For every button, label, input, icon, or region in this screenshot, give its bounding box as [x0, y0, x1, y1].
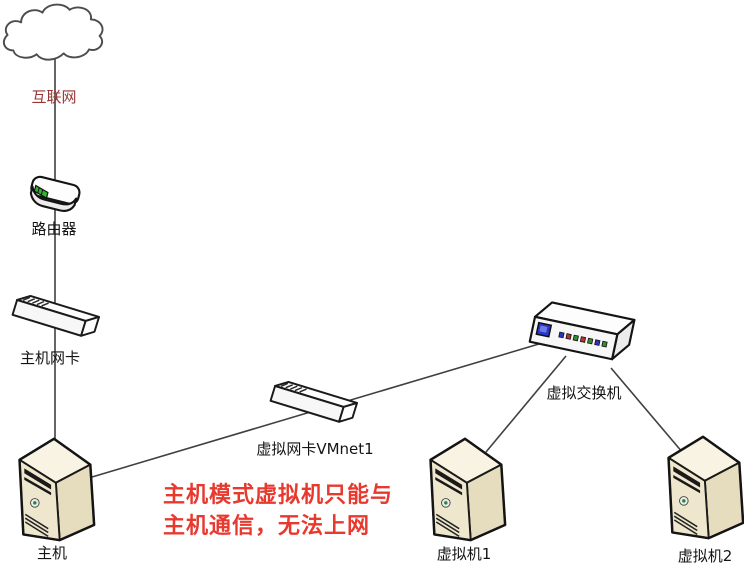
node-router	[22, 170, 86, 222]
node-vm1	[420, 433, 508, 545]
computer-tower-icon	[667, 435, 744, 540]
annotation-line1: 主机模式虚拟机只能与	[163, 483, 394, 508]
virtual-switch-label: 虚拟交换机	[546, 384, 622, 402]
host-nic-label: 主机网卡	[19, 349, 81, 367]
connection-switch-vm1	[485, 355, 567, 453]
node-vmnet1-nic	[260, 372, 362, 434]
computer-tower-icon	[429, 437, 507, 542]
switch-icon	[528, 301, 636, 361]
vm2-label: 虚拟机2	[677, 547, 733, 565]
node-host	[9, 433, 97, 545]
computer-tower-icon	[18, 437, 96, 542]
node-vm2	[658, 431, 744, 543]
cloud-icon	[2, 3, 104, 61]
host-label: 主机	[36, 544, 68, 562]
network-adapter-icon	[11, 295, 100, 337]
router-icon	[29, 175, 81, 212]
annotation-text: 主机模式虚拟机只能与 主机通信，无法上网	[163, 480, 393, 542]
node-internet	[0, 2, 112, 64]
node-virtual-switch	[526, 288, 638, 380]
connection-switch-vm2	[610, 367, 684, 454]
internet-label: 互联网	[31, 88, 77, 106]
network-adapter-icon	[269, 381, 358, 423]
router-label: 路由器	[31, 220, 77, 238]
vmnet1-nic-label: 虚拟网卡VMnet1	[256, 440, 374, 458]
vm1-label: 虚拟机1	[436, 545, 492, 563]
annotation-line2: 主机通信，无法上网	[163, 514, 371, 539]
node-host-nic	[2, 286, 104, 348]
